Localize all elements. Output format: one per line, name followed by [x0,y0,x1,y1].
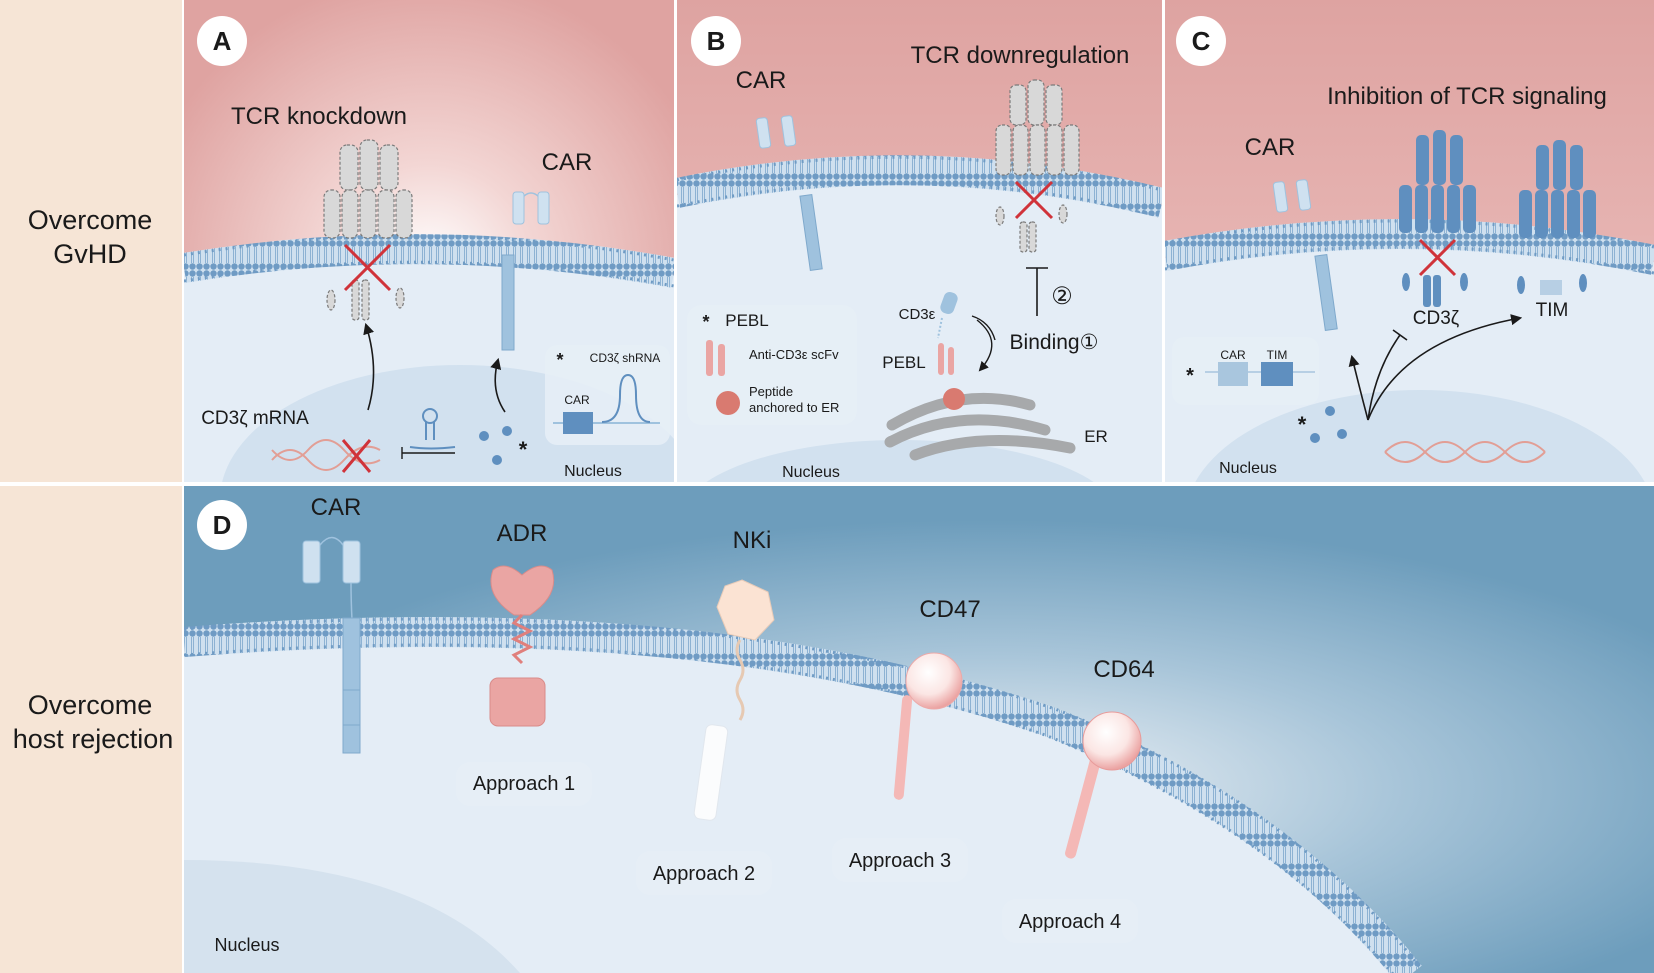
panel-c-car-label: CAR [1245,134,1296,161]
approach-1-label: Approach 1 [473,773,575,795]
sidebar-background [0,0,182,973]
approach-3-label: Approach 3 [849,850,951,872]
cross-icon-mrna [341,439,372,473]
cross-icon-cd3z [1418,238,1457,277]
pebl-peptide-icon [943,388,965,410]
tim-label: TIM [1536,300,1569,321]
panel-c-title: Inhibition of TCR signaling [1327,83,1607,110]
badge-d [197,500,247,550]
inset-a-shrna-label: CD3ζ shRNA [590,351,661,365]
nucleus-label-b: Nucleus [782,464,840,481]
tcr-complex-grey-a [323,139,413,321]
pebl-label: PEBL [882,353,925,372]
membrane-a [184,234,674,288]
panel-b-car-label: CAR [736,67,787,94]
adr-receptor-icon [489,565,555,727]
car-receptor-c [1272,179,1338,332]
cd3z-label-c: CD3ζ [1413,308,1460,329]
approach-3-pill [832,838,968,882]
nki-receptor-icon [693,579,775,821]
panel-c: C Inhibition of TCR signaling CAR CD3ζ [1165,0,1654,482]
cross-icon-tcr-a [343,243,392,292]
svg-text:A: A [213,26,232,56]
tcr-complex-grey-b [995,79,1080,253]
shrna-hairpin-icon [409,408,456,450]
approach-4-label: Approach 4 [1019,911,1121,933]
cd64-label: CD64 [1093,656,1154,683]
panel-a: A TCR knockdown CAR CD3ζ m [184,0,674,482]
virus-particles-c [1310,406,1347,443]
approach-2-pill [636,851,772,895]
nucleus-label-c: Nucleus [1219,460,1277,477]
panel-d-car-label: CAR [311,494,362,521]
adr-label: ADR [497,520,548,547]
inset-c-car-label: CAR [1220,348,1246,362]
cd47-receptor-icon [893,652,963,800]
sidebar-host-line2: host rejection [13,724,174,754]
inset-a-car-label: CAR [564,393,590,407]
car-receptor-a [501,191,550,351]
svg-text:*: * [1298,412,1307,437]
nucleus-d [184,860,520,973]
tcr-complex-blue-1 [1399,130,1476,307]
inset-c-tim-label: TIM [1267,348,1288,362]
badge-c [1176,16,1226,66]
sidebar-gvhd-line1: Overcome [28,205,153,235]
badge-b [691,16,741,66]
svg-text:C: C [1192,26,1211,56]
cd64-receptor-icon [1065,711,1142,859]
step-2-label: ② [1051,283,1073,310]
legend-peptide-label-2: anchored to ER [749,400,839,415]
cd47-label: CD47 [919,596,980,623]
binding-label: Binding① [1010,331,1099,354]
nucleus-b [706,440,1094,482]
nucleus-c [1195,390,1645,482]
car-receptor-b [755,115,823,272]
approach-1-pill [456,762,592,806]
approach-4-pill [1002,899,1138,943]
panel-a-title: TCR knockdown [231,103,407,130]
car-receptor-d [302,536,361,754]
svg-text:*: * [1186,365,1194,387]
tcr-complex-blue-2 [1517,140,1596,294]
membrane-c [1165,218,1654,275]
cross-icon-tcr-b [1014,180,1054,220]
panel-b: B TCR downregulation CAR ② Bi [677,0,1162,482]
svg-text:B: B [707,26,726,56]
tim-fragment-icon [1540,280,1562,295]
nki-label: NKi [733,527,772,554]
nucleus-label-a: Nucleus [564,463,622,480]
legend-pebl-title: PEBL [725,311,768,330]
legend-scfv-label: Anti-CD3ε scFv [749,347,839,362]
dna-helix-icon [1384,441,1546,463]
membrane-b [677,155,1162,218]
approach-2-label: Approach 2 [653,863,755,885]
er-label: ER [1084,427,1108,446]
cd3z-mrna-label: CD3ζ mRNA [201,408,309,429]
cd3e-label: CD3ε [899,306,936,323]
svg-text:*: * [519,437,528,462]
badge-a [197,16,247,66]
sidebar-host-line1: Overcome [28,690,153,720]
virus-particles-a [479,426,512,465]
svg-text:*: * [702,312,709,332]
membrane-d [184,617,1422,973]
panel-b-title: TCR downregulation [911,42,1130,69]
svg-text:D: D [213,510,232,540]
panel-d: D CAR ADR Approach 1 NKi Approach [184,486,1654,973]
nucleus-label-d: Nucleus [214,935,279,955]
legend-peptide-label-1: Peptide [749,384,793,399]
panel-a-car-label: CAR [542,149,593,176]
sidebar-gvhd-line2: GvHD [53,239,127,269]
svg-text:*: * [556,350,563,370]
